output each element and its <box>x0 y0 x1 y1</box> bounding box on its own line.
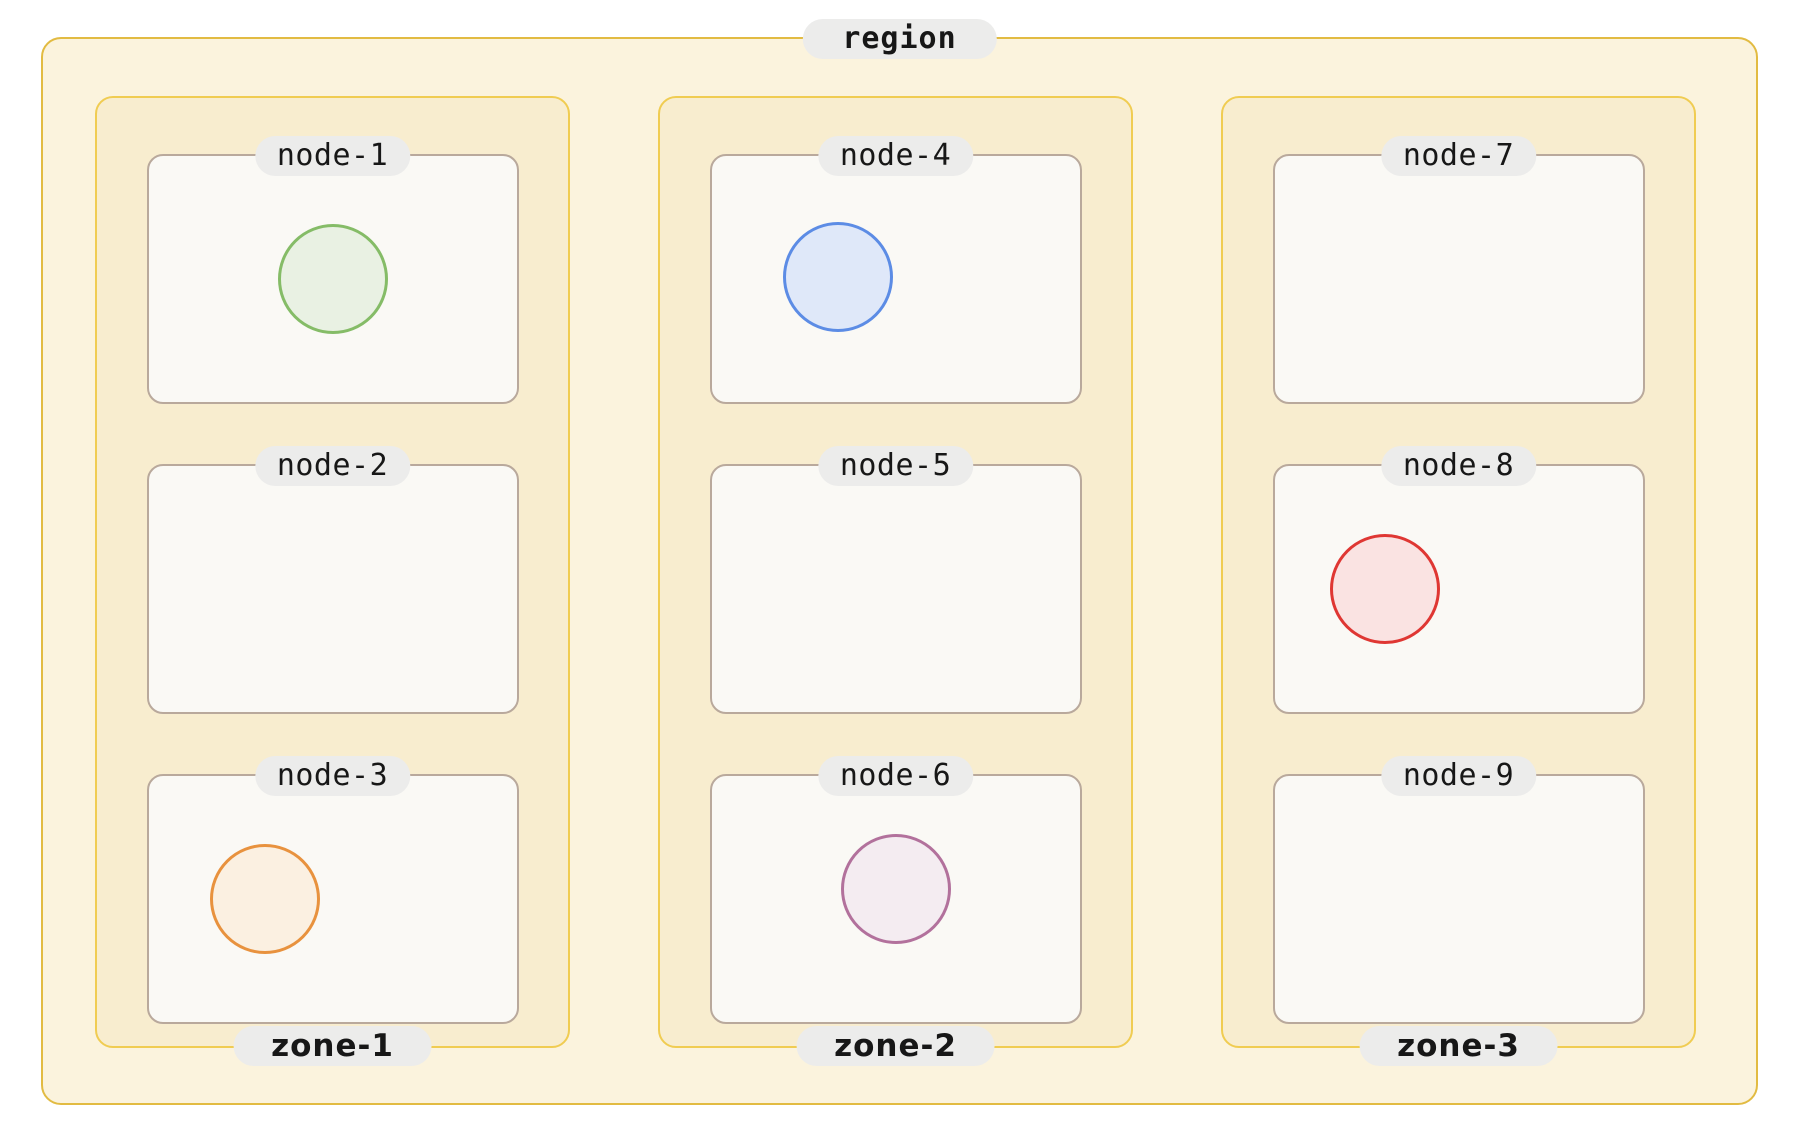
node-8-label: node-8 <box>1380 446 1537 486</box>
zone-2-label: zone-2 <box>796 1026 995 1066</box>
node-8: node-8 <box>1272 446 1645 714</box>
region-label: region <box>802 19 997 59</box>
node-4: node-4 <box>709 136 1082 404</box>
node-6: node-6 <box>709 756 1082 1024</box>
zones-row: zone-1 node-1 node-2 node-3 zone-2 node-… <box>95 96 1696 1066</box>
pod-in-node-1 <box>277 224 388 334</box>
region-group: region zone-1 node-1 node-2 node-3 zon <box>41 19 1758 1105</box>
pod-in-node-4 <box>782 222 893 332</box>
node-5: node-5 <box>709 446 1082 714</box>
node-5-label: node-5 <box>817 446 974 486</box>
node-9: node-9 <box>1272 756 1645 1024</box>
node-2: node-2 <box>146 446 519 714</box>
node-3: node-3 <box>146 756 519 1024</box>
node-4-label: node-4 <box>817 136 974 176</box>
node-9-label: node-9 <box>1380 756 1537 796</box>
zone-3-label: zone-3 <box>1359 1026 1558 1066</box>
zone-group-1: zone-1 node-1 node-2 node-3 <box>95 96 570 1066</box>
pod-in-node-6 <box>840 834 951 944</box>
pod-in-node-3 <box>209 844 320 954</box>
node-2-label: node-2 <box>254 446 411 486</box>
zone-group-2: zone-2 node-4 node-5 node-6 <box>658 96 1133 1066</box>
zone-1-label: zone-1 <box>233 1026 432 1066</box>
node-3-label: node-3 <box>254 756 411 796</box>
node-7-label: node-7 <box>1380 136 1537 176</box>
zone-group-3: zone-3 node-7 node-8 node-9 <box>1221 96 1696 1066</box>
node-1: node-1 <box>146 136 519 404</box>
node-6-label: node-6 <box>817 756 974 796</box>
pod-in-node-8 <box>1329 534 1440 644</box>
node-1-label: node-1 <box>254 136 411 176</box>
node-7: node-7 <box>1272 136 1645 404</box>
